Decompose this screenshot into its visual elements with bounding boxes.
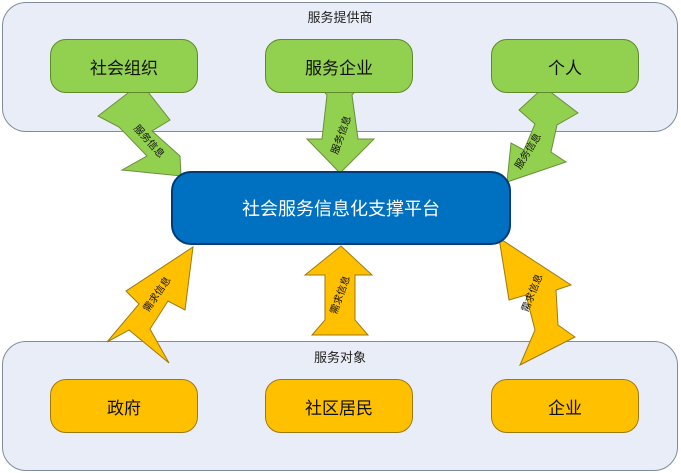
node-service-enterprise-label: 服务企业 <box>305 58 373 79</box>
support-platform: 社会服务信息化支撑平台 <box>171 171 511 245</box>
node-individual: 个人 <box>491 39 639 93</box>
arrow-government-to-platform <box>106 245 194 364</box>
node-service-enterprise: 服务企业 <box>265 39 413 93</box>
service-provider-title: 服务提供商 <box>307 11 373 26</box>
node-community-residents: 社区居民 <box>265 379 413 433</box>
node-government-label: 政府 <box>107 398 141 419</box>
support-platform-label: 社会服务信息化支撑平台 <box>242 199 440 220</box>
node-enterprise-label: 企业 <box>548 398 582 419</box>
node-individual-label: 个人 <box>548 58 582 79</box>
node-enterprise: 企业 <box>491 379 639 433</box>
arrow-enterprise-to-platform <box>498 236 576 367</box>
node-government: 政府 <box>50 379 198 433</box>
node-social-organization: 社会组织 <box>50 39 198 93</box>
arrow-residents-to-platform <box>303 245 374 336</box>
service-target-title: 服务对象 <box>313 351 366 366</box>
arrow-social-org-to-platform <box>97 82 182 177</box>
node-community-residents-label: 社区居民 <box>305 398 373 419</box>
node-social-organization-label: 社会组织 <box>90 58 158 79</box>
